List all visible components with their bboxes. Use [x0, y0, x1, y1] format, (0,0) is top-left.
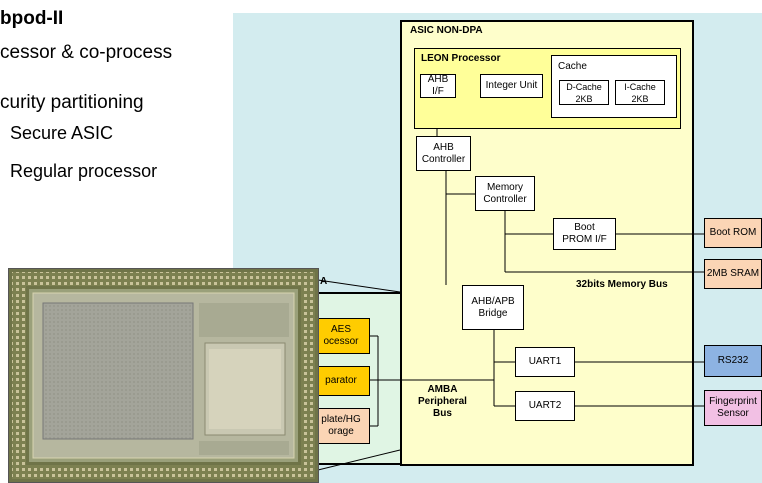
ahb-if-box: AHB I/F — [420, 74, 456, 98]
fingerprint-sensor-box: Fingerprint Sensor — [704, 390, 762, 426]
comparator-label: parator — [325, 375, 357, 387]
boot-rom-box: Boot ROM — [704, 218, 762, 248]
dcache-name: D-Cache — [566, 81, 602, 93]
leon-label: LEON Processor — [421, 53, 500, 64]
memory-controller-box: Memory Controller — [475, 176, 535, 211]
sram-label: 2MB SRAM — [707, 268, 759, 280]
icache-size: 2KB — [631, 93, 648, 105]
ahb-controller-line2: Controller — [422, 154, 465, 166]
ahb-controller-line1: AHB — [433, 142, 454, 154]
uart2-label: UART2 — [529, 400, 562, 412]
icache-name: I-Cache — [624, 81, 656, 93]
boot-prom-line1: Boot — [574, 222, 595, 234]
template-line1: plate/HG — [321, 414, 360, 426]
memory-controller-line2: Controller — [483, 194, 526, 206]
ahb-controller-box: AHB Controller — [416, 136, 471, 171]
fingerprint-line2: Sensor — [717, 408, 749, 420]
comparator-box: parator — [312, 366, 370, 396]
rs232-label: RS232 — [718, 355, 749, 367]
icache-box: I-Cache 2KB — [615, 80, 665, 105]
fingerprint-line1: Fingerprint — [709, 396, 757, 408]
sram-box: 2MB SRAM — [704, 259, 762, 289]
ahb-if-label: AHB I/F — [421, 74, 455, 98]
rs232-box: RS232 — [704, 345, 762, 377]
aes-line1: AES — [331, 324, 351, 336]
bridge-line1: AHB/APB — [471, 296, 514, 308]
chip-die-photo — [8, 268, 319, 483]
dcache-size: 2KB — [575, 93, 592, 105]
amba-bus-label: AMBA Peripheral Bus — [418, 384, 467, 420]
boot-prom-box: Boot PROM I/F — [553, 218, 616, 250]
integer-unit-label: Integer Unit — [486, 80, 538, 92]
amba-line1: AMBA — [418, 384, 467, 396]
ahb-apb-bridge-box: AHB/APB Bridge — [462, 285, 524, 330]
aes-processor-box: AES ocessor — [312, 318, 370, 354]
uart1-label: UART1 — [529, 356, 562, 368]
dcache-box: D-Cache 2KB — [559, 80, 609, 105]
aes-line2: ocessor — [323, 336, 358, 348]
template-line2: orage — [328, 426, 354, 438]
bridge-line2: Bridge — [479, 308, 508, 320]
cache-label: Cache — [558, 61, 587, 72]
memory-controller-line1: Memory — [487, 182, 523, 194]
chip-die-drawing — [9, 269, 318, 482]
uart2-box: UART2 — [515, 391, 575, 421]
memory-bus-label: 32bits Memory Bus — [576, 279, 668, 290]
boot-prom-line2: PROM I/F — [562, 234, 606, 246]
template-storage-box: plate/HG orage — [312, 408, 370, 444]
integer-unit-box: Integer Unit — [480, 74, 543, 98]
amba-line2: Peripheral — [418, 396, 467, 408]
boot-rom-label: Boot ROM — [710, 227, 757, 239]
uart1-box: UART1 — [515, 347, 575, 377]
amba-line3: Bus — [418, 408, 467, 420]
